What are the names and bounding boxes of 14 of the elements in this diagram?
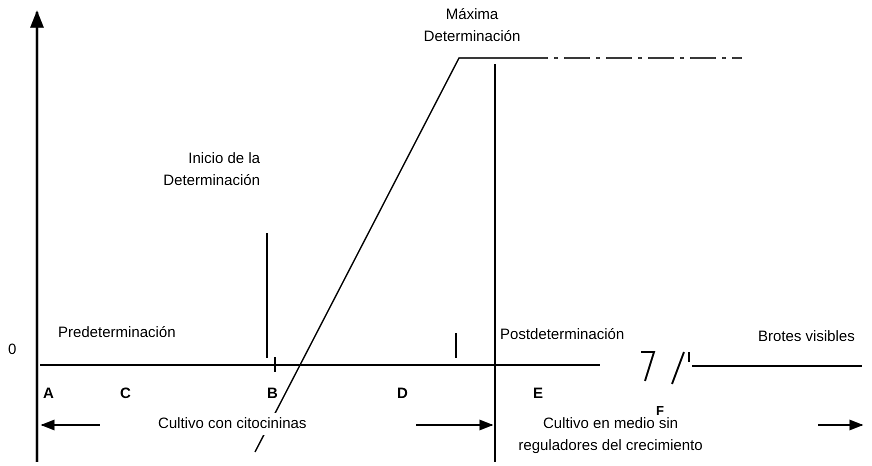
annotation-label: Máxima Determinación <box>422 5 522 47</box>
point-label: C <box>120 384 131 404</box>
point-label: D <box>397 384 408 404</box>
point-label: B <box>267 384 278 404</box>
phase-label: Brotes visibles <box>758 327 855 347</box>
point-label: F <box>656 402 664 418</box>
culture-label: Cultivo en medio sin reguladores del crecimiento <box>517 415 704 456</box>
phase-label: Predeterminación <box>58 323 176 343</box>
point-label: E <box>533 384 544 404</box>
point-label: A <box>43 384 54 404</box>
phase-label: Postdeterminación <box>500 325 624 345</box>
culture-label: Cultivo con citocininas <box>158 413 306 435</box>
axis-label: 0 <box>8 340 16 360</box>
annotation-label: Inicio de la Determinación <box>162 149 260 191</box>
